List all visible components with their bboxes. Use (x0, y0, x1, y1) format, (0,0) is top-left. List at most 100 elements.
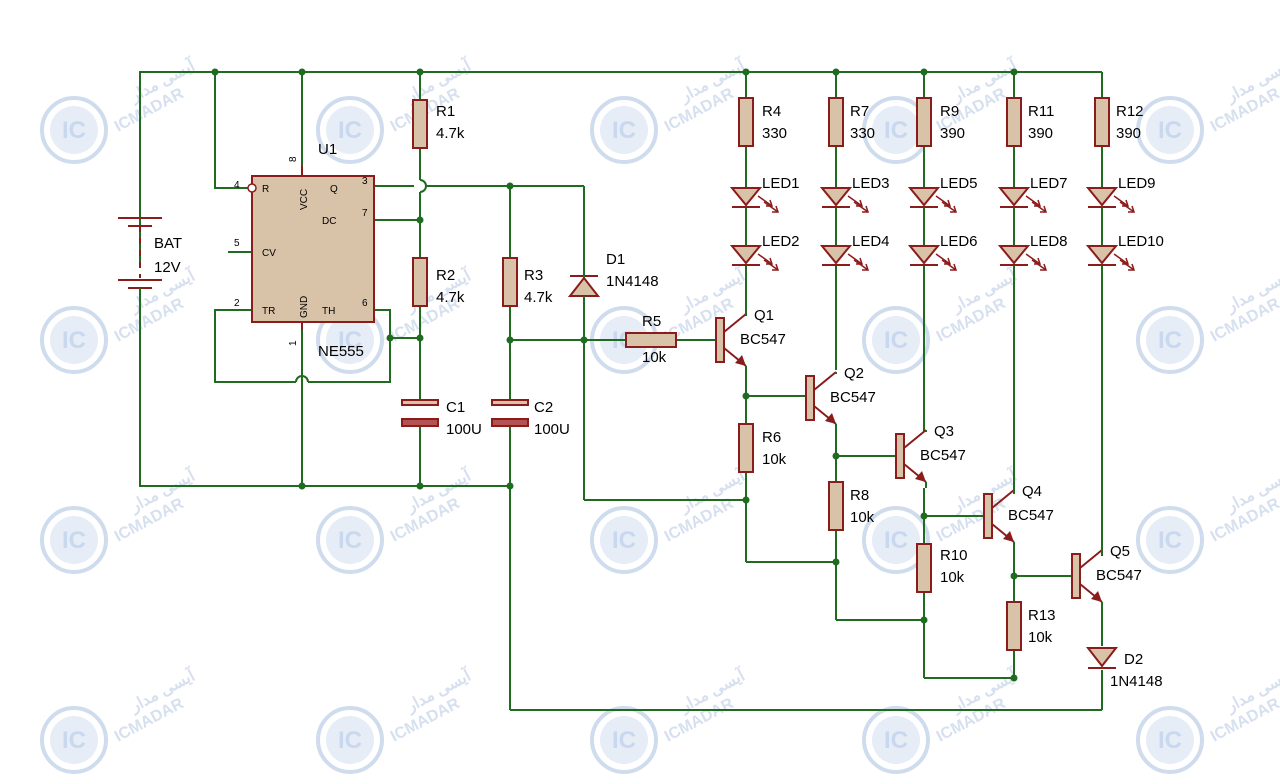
led-label: LED4 (852, 233, 890, 250)
watermark-logo-text: IC (612, 527, 636, 554)
junction-dot (506, 336, 514, 344)
junction-dot (920, 68, 928, 76)
watermark-logo-text: IC (612, 117, 636, 144)
svg-text:R13: R13 (1028, 607, 1056, 624)
pin-label-dc: DC (322, 216, 336, 227)
capacitor-c2: C2 100U (491, 399, 570, 438)
svg-text:C1: C1 (446, 399, 465, 416)
led-label: LED3 (852, 175, 890, 192)
svg-text:100U: 100U (534, 421, 570, 438)
resistor-r13: R13 10k (1006, 601, 1056, 651)
watermark-logo-text: IC (338, 117, 362, 144)
watermark-logo-text: IC (884, 527, 908, 554)
transistor-ref: Q2 (844, 365, 864, 382)
junction-dot (1010, 68, 1018, 76)
svg-text:R12: R12 (1116, 103, 1144, 120)
ne555-ic: R Q DC CV TR TH VCC GND 4 8 3 7 5 2 6 1 … (234, 141, 375, 360)
svg-text:D1: D1 (606, 251, 625, 268)
resistor-r3: R3 4.7k (502, 257, 553, 307)
diode-d1: D1 1N4148 (567, 251, 659, 298)
led-label: LED10 (1118, 233, 1164, 250)
svg-text:R4: R4 (762, 103, 781, 120)
transistor-ref: Q3 (934, 423, 954, 440)
transistor-ref: Q1 (754, 307, 774, 324)
junction-dot (1010, 674, 1018, 682)
junction-dot (742, 496, 750, 504)
watermark-logo-text: IC (1158, 727, 1182, 754)
svg-text:R7: R7 (850, 103, 869, 120)
junction-dot (298, 482, 306, 490)
led-label: LED6 (940, 233, 978, 250)
junction-dot (1010, 572, 1018, 580)
pin-number-6: 6 (362, 298, 368, 309)
led-label: LED8 (1030, 233, 1068, 250)
resistors: R1 4.7k R2 4.7k R3 4.7k R4 330 R5 10k R6… (412, 97, 1144, 651)
svg-text:R10: R10 (940, 547, 968, 564)
svg-text:390: 390 (1116, 125, 1141, 142)
junction-dot (580, 336, 588, 344)
svg-text:1N4148: 1N4148 (606, 273, 659, 290)
svg-text:10k: 10k (642, 349, 667, 366)
led-6: LED6 (907, 233, 978, 271)
pin-number-7: 7 (362, 208, 368, 219)
watermark-logo-text: IC (338, 727, 362, 754)
diodes: D1 1N4148 D2 1N4148 (567, 251, 1163, 690)
svg-text:4.7k: 4.7k (524, 289, 553, 306)
junction-dot (506, 182, 514, 190)
svg-text:R9: R9 (940, 103, 959, 120)
resistor-r10: R10 10k (916, 543, 968, 593)
watermark-logo-text: IC (1158, 327, 1182, 354)
transistor-value: BC547 (1096, 567, 1142, 584)
junction-dot (832, 558, 840, 566)
led-9: LED9 (1085, 175, 1156, 213)
pin-number-5: 5 (234, 238, 240, 249)
led-label: LED2 (762, 233, 800, 250)
pin-number-8: 8 (288, 156, 299, 162)
watermark-logo-text: IC (884, 117, 908, 144)
svg-text:R5: R5 (642, 313, 661, 330)
pin-label-vcc: VCC (299, 189, 310, 210)
resistor-r4: R4 330 (738, 97, 787, 147)
resistor-r11: R11 390 (1006, 97, 1054, 147)
junction-dot (742, 68, 750, 76)
watermark-logo-text: IC (612, 727, 636, 754)
led-label: LED9 (1118, 175, 1156, 192)
svg-text:C2: C2 (534, 399, 553, 416)
junction-dot (920, 512, 928, 520)
svg-text:R6: R6 (762, 429, 781, 446)
led-2: LED2 (729, 233, 800, 271)
ic-ref: U1 (318, 141, 337, 158)
resistor-r8: R8 10k (828, 481, 875, 531)
junction-dot (416, 334, 424, 342)
svg-text:10k: 10k (762, 451, 787, 468)
junction-dot (416, 68, 424, 76)
svg-text:D2: D2 (1124, 651, 1143, 668)
svg-text:R1: R1 (436, 103, 455, 120)
pin-label-gnd: GND (299, 296, 310, 318)
svg-text:4.7k: 4.7k (436, 125, 465, 142)
svg-text:100U: 100U (446, 421, 482, 438)
capacitor-c1: C1 100U (401, 399, 482, 438)
led-4: LED4 (819, 233, 890, 271)
ic-part: NE555 (318, 343, 364, 360)
junction-dot (920, 616, 928, 624)
transistor-ref: Q4 (1022, 483, 1042, 500)
resistor-r5: R5 10k (625, 313, 677, 366)
svg-text:10k: 10k (850, 509, 875, 526)
watermark-logo-text: IC (62, 327, 86, 354)
transistor-value: BC547 (1008, 507, 1054, 524)
watermark-logo-text: IC (338, 527, 362, 554)
junction-dot (832, 68, 840, 76)
led-label: LED1 (762, 175, 800, 192)
